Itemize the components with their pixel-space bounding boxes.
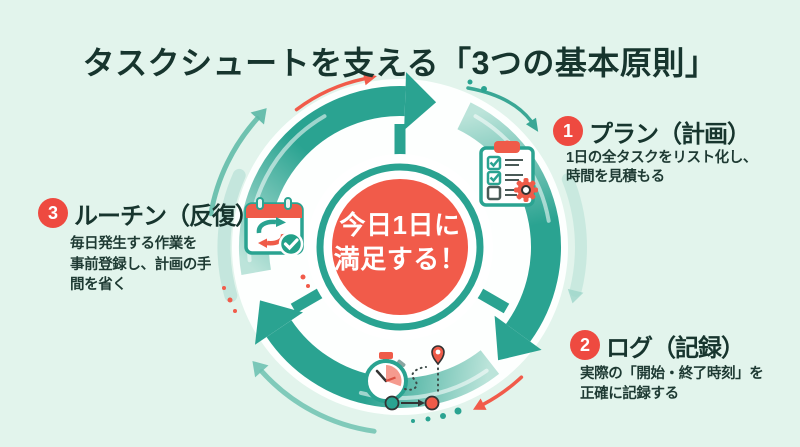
cycle-arrow-right-head: [494, 315, 542, 361]
map-pin-icon: [431, 345, 445, 366]
item-3-title: ルーチン（反復）: [74, 202, 259, 230]
item-1-number-badge: 1: [553, 116, 583, 146]
check-circle-icon: [278, 231, 304, 257]
cycle-arrow-left-head: [255, 300, 303, 345]
repeat-arrow-forward: [256, 219, 277, 234]
trail-arrow-lower-left: [259, 368, 377, 434]
red-arrow-bottom: [481, 375, 524, 406]
calendar-repeat-icon: [244, 197, 304, 257]
item-1-title: プラン（計画）: [589, 120, 751, 148]
item-3-desc: 毎日発生する作業を 事前登録し、計画の手 間を省く: [70, 236, 211, 293]
center-label: 今日1日に 満足する！: [310, 208, 490, 276]
trail-arrowhead-right: [567, 288, 584, 304]
cycle-arrow-top-head: [404, 72, 437, 131]
item-2-number-badge: 2: [570, 330, 600, 360]
decor-dots: [222, 79, 487, 423]
decor-trail-arrows: [208, 86, 587, 434]
decor-red-arrows: [294, 72, 524, 410]
route-path: [404, 366, 427, 391]
center-circle: [332, 179, 468, 315]
stopwatch-route-icon: [364, 345, 445, 411]
item-1-header: 1 プラン（計画）: [553, 116, 751, 148]
item-3-header: 3 ルーチン（反復）: [38, 198, 259, 230]
item-1-desc: 1日の全タスクをリスト化し、 時間を見積もる: [566, 150, 757, 185]
center-label-line2: 満足する！: [333, 244, 467, 274]
item-2-title: ログ（記録）: [606, 334, 745, 362]
trail-arrow-upper-right: [466, 86, 533, 123]
item-2-header: 2 ログ（記録）: [570, 330, 745, 362]
red-arrow-top: [294, 77, 366, 112]
clipboard-checklist-gear-icon: [479, 140, 538, 207]
item-3-number-badge: 3: [38, 198, 68, 228]
trail-arrow-upper-left: [208, 116, 260, 217]
page-title: タスクシュートを支える「3つの基本原則」: [82, 45, 718, 82]
item-2-desc: 実際の「開始・終了時刻」を 正確に記録する: [580, 366, 764, 402]
center-label-line1: 今日1日に: [339, 210, 461, 240]
cycle-arrow-right: [457, 102, 561, 342]
